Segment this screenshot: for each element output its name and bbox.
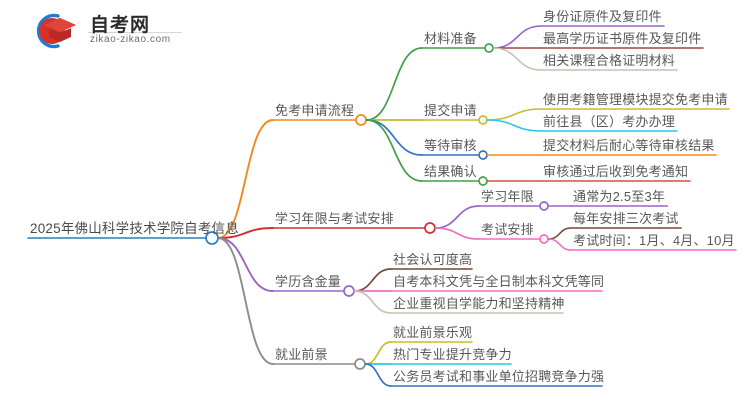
logo-mark bbox=[36, 13, 76, 49]
connector-root-branch bbox=[217, 237, 274, 365]
node-label[interactable]: 使用考籍管理模块提交免考申请 bbox=[543, 92, 728, 107]
node-label[interactable]: 社会认可度高 bbox=[393, 252, 473, 267]
node-label[interactable]: 就业前景 bbox=[275, 347, 328, 362]
node-label[interactable]: 考试时间：1月、4月、10月 bbox=[573, 233, 735, 248]
connector-branch-child bbox=[365, 47, 423, 121]
logo-domain: zikao-zikao.com bbox=[90, 34, 171, 45]
node-label[interactable]: 身份证原件及复印件 bbox=[543, 9, 662, 24]
node-dot-child[interactable] bbox=[478, 176, 488, 186]
node-label[interactable]: 学习年限 bbox=[481, 189, 534, 204]
node-label[interactable]: 考试安排 bbox=[481, 222, 534, 237]
node-dot-branch[interactable] bbox=[424, 222, 436, 234]
node-label[interactable]: 就业前景乐观 bbox=[393, 325, 473, 340]
node-label[interactable]: 每年安排三次考试 bbox=[573, 211, 679, 226]
node-dot-child[interactable] bbox=[484, 43, 494, 53]
node-dot-child[interactable] bbox=[478, 115, 488, 125]
node-label[interactable]: 企业重视自学能力和坚持精神 bbox=[393, 296, 565, 311]
connector-branch-child bbox=[353, 290, 392, 314]
connector-branch-child bbox=[434, 227, 480, 240]
connector-child-leaf bbox=[492, 25, 542, 49]
connector-branch-child bbox=[434, 205, 480, 229]
node-dot-child[interactable] bbox=[539, 201, 549, 211]
node-label[interactable]: 自考本科文凭与全日制本科文凭等同 bbox=[393, 274, 605, 289]
node-label[interactable]: 等待审核 bbox=[424, 138, 477, 153]
connector-branch-child bbox=[365, 119, 423, 182]
connector-child-leaf bbox=[547, 238, 572, 251]
node-label[interactable]: 提交材料后耐心等待审核结果 bbox=[543, 138, 715, 153]
node-label[interactable]: 公务员考试和事业单位招聘竞争力强 bbox=[393, 369, 605, 384]
node-label[interactable]: 相关课程合格证明材料 bbox=[543, 53, 676, 68]
node-label[interactable]: 最高学历证书原件及复印件 bbox=[543, 31, 702, 46]
node-label[interactable]: 免考申请流程 bbox=[275, 103, 355, 118]
node-label[interactable]: 材料准备 bbox=[424, 31, 477, 46]
connector-root-branch bbox=[217, 237, 274, 292]
node-label[interactable]: 审核通过后收到免考通知 bbox=[543, 164, 689, 179]
connector-child-leaf bbox=[486, 119, 542, 132]
site-logo[interactable]: 自考网 zikao-zikao.com bbox=[22, 8, 182, 54]
root-node-label[interactable]: 2025年佛山科学技术学院自考信息 bbox=[30, 221, 239, 236]
node-dot-child[interactable] bbox=[539, 234, 549, 244]
node-dot-branch[interactable] bbox=[354, 358, 366, 370]
logo-divider bbox=[88, 32, 182, 33]
connector-branch-child bbox=[353, 268, 392, 292]
node-label[interactable]: 学历含金量 bbox=[275, 274, 342, 289]
logo-name-cn: 自考网 bbox=[90, 15, 151, 36]
node-label[interactable]: 前往县（区）考办办理 bbox=[543, 114, 676, 129]
node-dot-branch[interactable] bbox=[343, 285, 355, 297]
node-label[interactable]: 热门专业提升竞争力 bbox=[393, 347, 512, 362]
node-dot-child[interactable] bbox=[478, 150, 488, 160]
connector-child-leaf bbox=[486, 108, 542, 121]
node-label[interactable]: 通常为2.5至3年 bbox=[573, 189, 666, 204]
node-label[interactable]: 结果确认 bbox=[424, 164, 477, 179]
connector-child-leaf bbox=[547, 227, 572, 240]
connector-branch-child bbox=[364, 341, 392, 365]
connector-branch-child bbox=[364, 363, 392, 387]
node-label[interactable]: 学习年限与考试安排 bbox=[275, 211, 394, 226]
node-label[interactable]: 提交申请 bbox=[424, 103, 477, 118]
connector-child-leaf bbox=[492, 47, 542, 71]
connector-branch-child bbox=[365, 119, 423, 156]
node-dot-branch[interactable] bbox=[355, 114, 367, 126]
